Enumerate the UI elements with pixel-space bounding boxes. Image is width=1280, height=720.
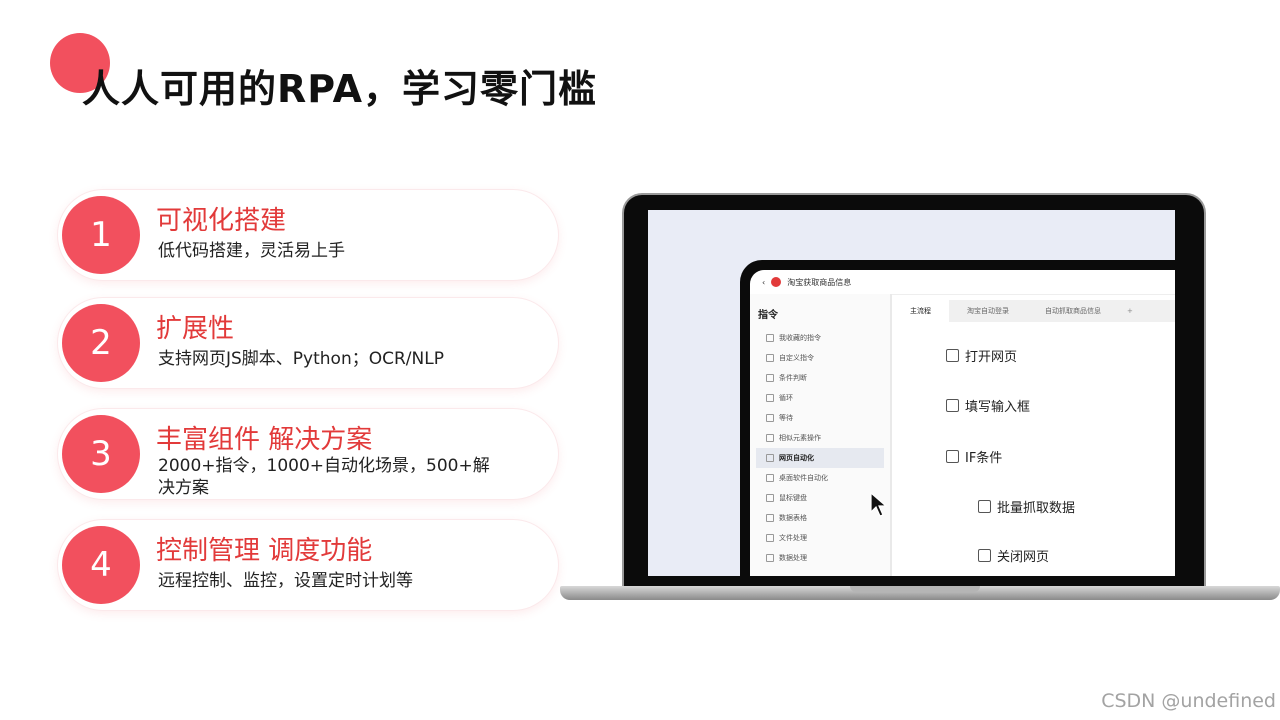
- feature-card-2: 2 扩展性 支持网页JS脚本、Python；OCR/NLP: [58, 298, 558, 388]
- flow-step[interactable]: 填写输入框: [946, 396, 1030, 415]
- flow-step[interactable]: IF条件: [946, 447, 1002, 466]
- slide-title: 人人可用的RPA，学习零门槛: [82, 67, 598, 111]
- condition-icon: [946, 450, 959, 463]
- sidebar-item[interactable]: 条件判断: [756, 368, 884, 388]
- scrape-icon: [978, 500, 991, 513]
- feature-title: 扩展性: [156, 314, 235, 344]
- feature-title: 丰富组件 解决方案: [156, 425, 373, 455]
- feature-description: 2000+指令，1000+自动化场景，500+解决方案: [158, 456, 490, 498]
- feature-card-4: 4 控制管理 调度功能 远程控制、监控，设置定时计划等: [58, 520, 558, 610]
- tab-auto-login[interactable]: 淘宝自动登录: [967, 307, 1009, 315]
- feature-description: 远程控制、监控，设置定时计划等: [158, 571, 413, 591]
- sidebar-item[interactable]: 桌面软件自动化: [756, 468, 884, 488]
- laptop-base: [560, 586, 1280, 600]
- feature-number-badge: 2: [62, 304, 140, 382]
- desktop-icon: [766, 474, 774, 482]
- feature-card-3: 3 丰富组件 解决方案 2000+指令，1000+自动化场景，500+解决方案: [58, 409, 558, 499]
- sidebar-item-web-automation[interactable]: 网页自动化: [756, 448, 884, 468]
- mouse-icon: [766, 494, 774, 502]
- table-icon: [766, 514, 774, 522]
- feature-title: 控制管理 调度功能: [156, 536, 373, 566]
- star-icon: [766, 334, 774, 342]
- back-chevron-icon[interactable]: ‹: [762, 277, 766, 287]
- app-header-title: 淘宝获取商品信息: [787, 277, 852, 287]
- element-icon: [766, 434, 774, 442]
- app-header: ‹ 淘宝获取商品信息: [750, 270, 1175, 295]
- feature-number-badge: 1: [62, 196, 140, 274]
- tablet-frame: ‹ 淘宝获取商品信息 指令 我收藏的指令 自定义指令 条件判断 循环 等待 相似…: [740, 260, 1175, 576]
- close-page-icon: [978, 549, 991, 562]
- decorative-circle: [50, 33, 110, 93]
- sidebar-item[interactable]: 数据表格: [756, 508, 884, 528]
- loop-icon: [766, 394, 774, 402]
- rpa-app-window: ‹ 淘宝获取商品信息 指令 我收藏的指令 自定义指令 条件判断 循环 等待 相似…: [750, 270, 1175, 576]
- file-icon: [766, 534, 774, 542]
- sidebar-item[interactable]: 鼠标键盘: [756, 488, 884, 508]
- input-icon: [946, 399, 959, 412]
- data-icon: [766, 554, 774, 562]
- browser-icon: [946, 349, 959, 362]
- globe-icon: [766, 454, 774, 462]
- watermark: CSDN @undefined: [1101, 690, 1276, 712]
- sidebar-item[interactable]: 数据处理: [756, 548, 884, 568]
- flow-step[interactable]: 关闭网页: [978, 546, 1049, 565]
- feature-description: 低代码搭建，灵活易上手: [158, 241, 345, 261]
- feature-number-badge: 4: [62, 526, 140, 604]
- tab-scrape-products[interactable]: 自动抓取商品信息: [1045, 307, 1101, 315]
- mouse-cursor-icon: [870, 492, 888, 517]
- sidebar-item[interactable]: 文件处理: [756, 528, 884, 548]
- app-logo-icon: [771, 277, 782, 287]
- command-list: 我收藏的指令 自定义指令 条件判断 循环 等待 相似元素操作 网页自动化 桌面软…: [756, 328, 884, 568]
- feature-card-1: 1 可视化搭建 低代码搭建，灵活易上手: [58, 190, 558, 280]
- sidebar-title: 指令: [758, 310, 778, 321]
- sidebar-item[interactable]: 等待: [756, 408, 884, 428]
- feature-description: 支持网页JS脚本、Python；OCR/NLP: [158, 349, 444, 369]
- feature-title: 可视化搭建: [156, 206, 287, 236]
- laptop-screen: ‹ 淘宝获取商品信息 指令 我收藏的指令 自定义指令 条件判断 循环 等待 相似…: [648, 210, 1175, 576]
- sidebar-item[interactable]: 自定义指令: [756, 348, 884, 368]
- tab-main-flow[interactable]: 主流程: [892, 300, 949, 322]
- sidebar-item[interactable]: 循环: [756, 388, 884, 408]
- feature-number-badge: 3: [62, 415, 140, 493]
- sidebar-item[interactable]: 我收藏的指令: [756, 328, 884, 348]
- command-sidebar: 指令 我收藏的指令 自定义指令 条件判断 循环 等待 相似元素操作 网页自动化 …: [750, 294, 892, 576]
- branch-icon: [766, 374, 774, 382]
- add-tab-button[interactable]: +: [1127, 307, 1133, 315]
- flow-tabs: 主流程 淘宝自动登录 自动抓取商品信息 +: [892, 300, 1175, 322]
- clock-icon: [766, 414, 774, 422]
- flow-step[interactable]: 批量抓取数据: [978, 497, 1075, 516]
- laptop-notch: [850, 586, 980, 592]
- flow-step[interactable]: 打开网页: [946, 346, 1017, 365]
- sidebar-item[interactable]: 相似元素操作: [756, 428, 884, 448]
- custom-icon: [766, 354, 774, 362]
